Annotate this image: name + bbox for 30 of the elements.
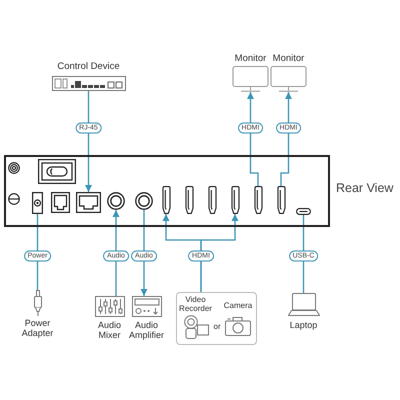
arrow [112, 210, 120, 296]
audio-jack [107, 192, 125, 210]
device-label: Power Adapter [20, 318, 54, 338]
device-label: Audio Amplifier [128, 320, 165, 340]
panel-caption: Rear View [336, 181, 394, 196]
device-label: Monitor [272, 53, 304, 64]
hdmi-port [162, 186, 170, 214]
arrow [140, 210, 148, 296]
arrow [85, 91, 92, 192]
arrow [247, 92, 259, 186]
device-label: Control Device [57, 61, 120, 72]
audio-jack [135, 192, 153, 210]
dc-power-jack [32, 192, 43, 214]
device-label: Audio Mixer [96, 320, 122, 340]
ethernet-port [76, 192, 101, 213]
arrow [200, 214, 238, 292]
device-label: Laptop [290, 320, 318, 330]
hdmi-port [276, 186, 286, 214]
source-device-frame [176, 292, 257, 345]
hdmi-port [230, 186, 240, 214]
cable-line [36, 214, 38, 290]
device-label: Monitor [234, 53, 266, 64]
usb-c-port [296, 208, 311, 215]
or-text: or [214, 322, 222, 332]
hdmi-port [254, 186, 262, 214]
arrow [280, 92, 292, 186]
device-label: Video Recorder [178, 295, 213, 313]
rear-panel [4, 155, 330, 227]
cable-line [302, 215, 304, 293]
device-label: Camera [224, 301, 252, 310]
